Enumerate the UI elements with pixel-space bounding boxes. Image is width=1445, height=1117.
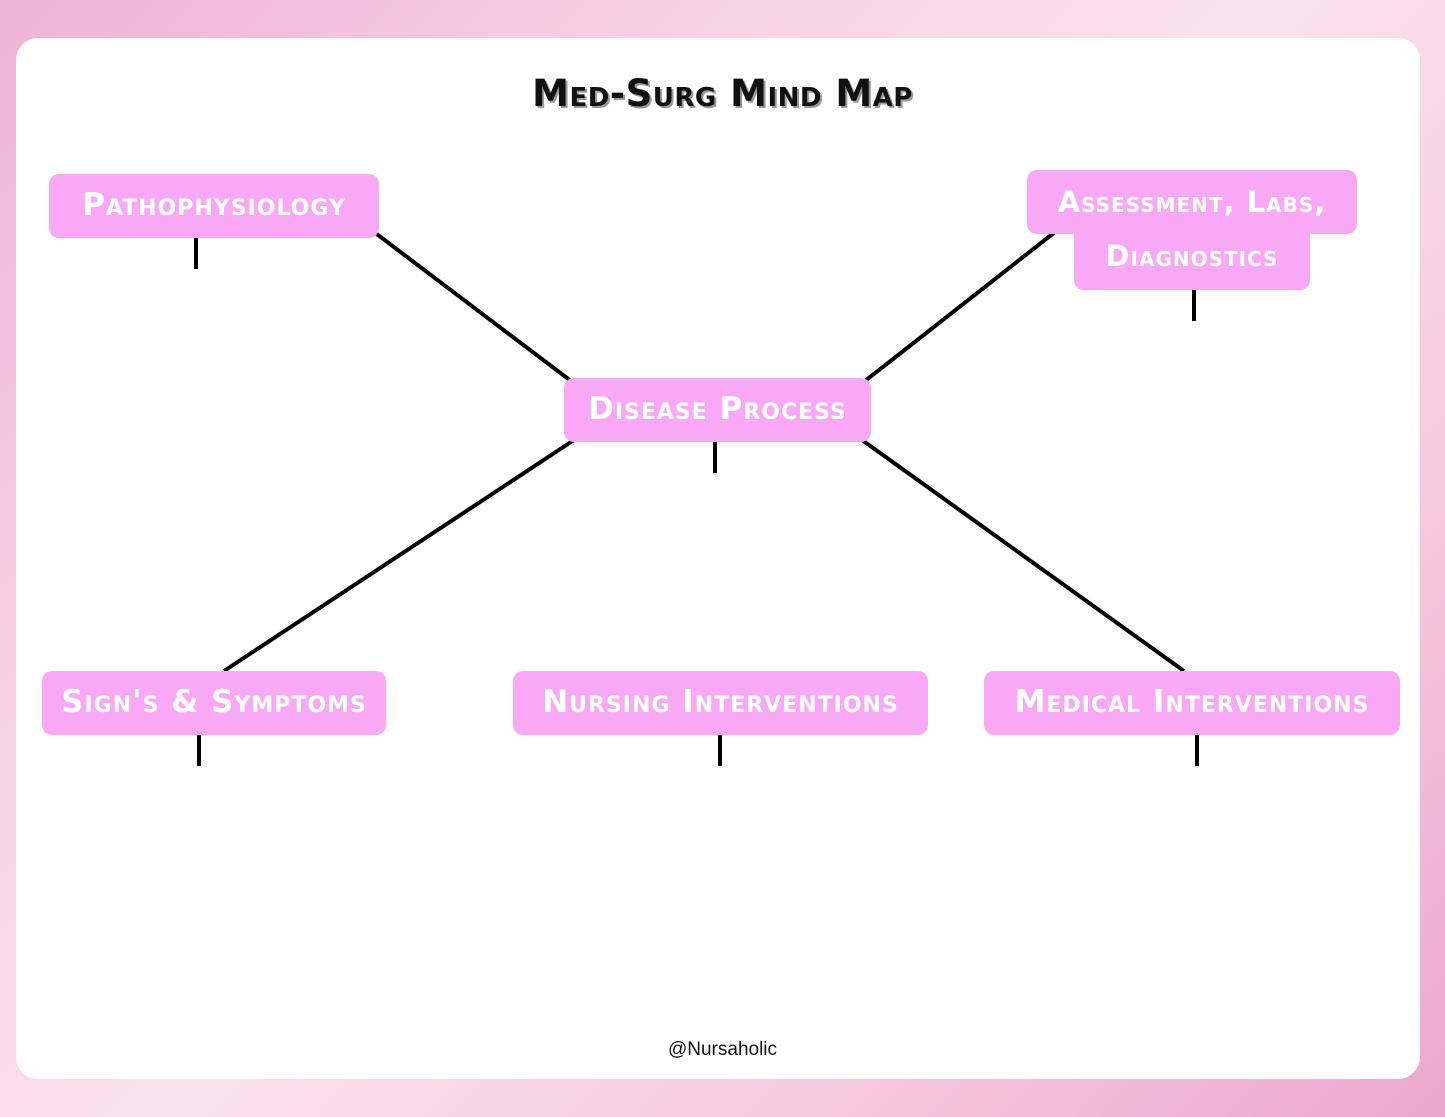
node-disease-process: Disease Process (564, 378, 871, 442)
connector-assessment (863, 230, 1057, 383)
node-label: Pathophysiology (49, 174, 379, 238)
node-label: Medical Interventions (984, 671, 1400, 735)
node-label-line2: Diagnostics (1074, 226, 1310, 290)
connector-medical-interventions (860, 438, 1186, 673)
node-label: Disease Process (564, 378, 871, 442)
node-label: Sign's & Symptoms (42, 671, 386, 735)
node-label-line1: Assessment, Labs, (1027, 170, 1357, 234)
node-assessment-labs-diagnostics: Assessment, Labs, Diagnostics (1027, 170, 1357, 290)
connector-signs-symptoms (222, 438, 576, 673)
footer-handle: @Nursaholic (667, 1039, 778, 1060)
node-pathophysiology: Pathophysiology (49, 174, 379, 238)
connector-pathophysiology (372, 230, 573, 383)
node-label: Nursing Interventions (513, 671, 928, 735)
node-medical-interventions: Medical Interventions (984, 671, 1400, 735)
node-nursing-interventions: Nursing Interventions (513, 671, 928, 735)
node-signs-symptoms: Sign's & Symptoms (42, 671, 386, 735)
page-title: Med-Surg Mind Map (532, 72, 913, 115)
